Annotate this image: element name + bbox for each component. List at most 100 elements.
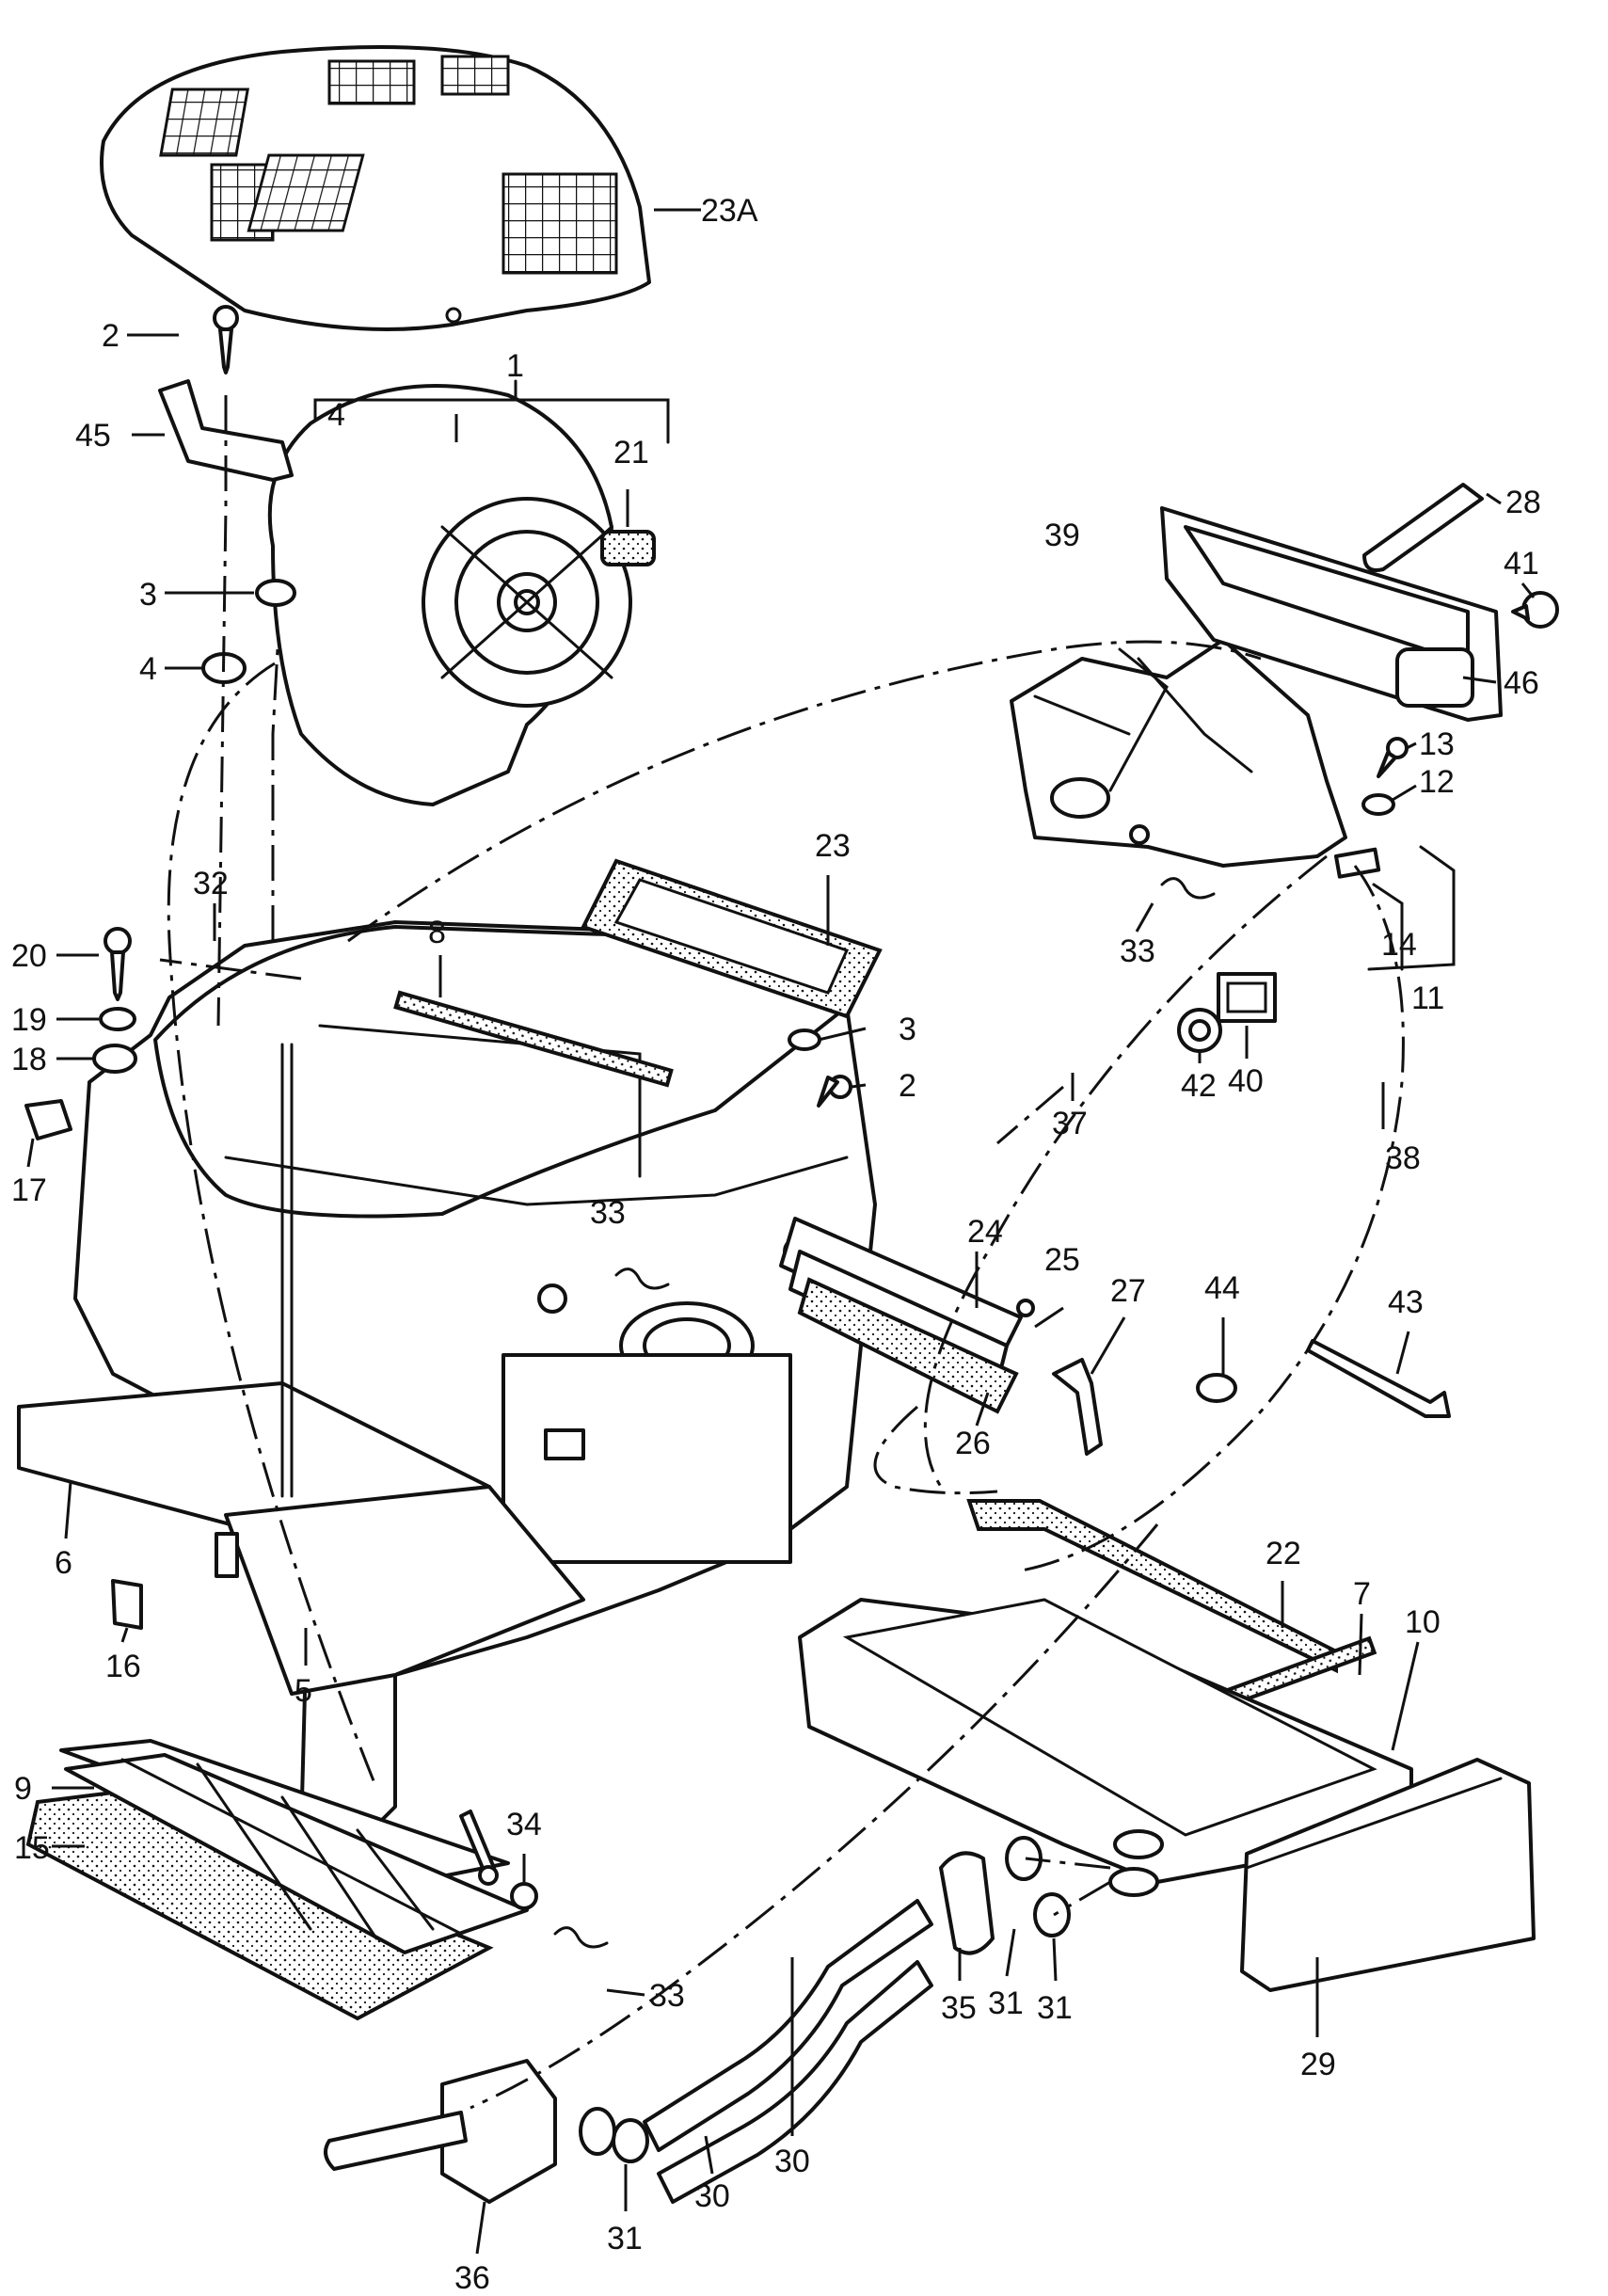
retaining-clip	[1160, 877, 1216, 900]
bolt	[103, 927, 132, 1001]
washer	[99, 1007, 136, 1031]
relay-socket	[1177, 1008, 1222, 1053]
knob	[1511, 591, 1559, 629]
callout: 12	[1419, 764, 1455, 800]
hose-clamp	[1005, 1836, 1043, 1881]
callout: 29	[1300, 2047, 1336, 2082]
callout: 19	[11, 1002, 47, 1038]
callout: 2	[899, 1068, 916, 1104]
callout: 3	[139, 577, 157, 613]
callout: 25	[1044, 1242, 1080, 1278]
callout: 4	[139, 651, 157, 687]
callout: 40	[1228, 1063, 1264, 1099]
leader-lines	[26, 208, 1536, 2255]
retainer-clip	[1334, 847, 1381, 879]
callout: 31	[1037, 1990, 1073, 2026]
clip-nut	[510, 1882, 538, 1910]
filter-mat	[25, 1790, 494, 2021]
callout: 31	[607, 2221, 643, 2256]
callout: 41	[1504, 546, 1539, 582]
callout: 4	[327, 397, 345, 433]
hose-seal	[939, 1851, 995, 1955]
callout: 44	[1204, 1270, 1240, 1306]
clip	[111, 1579, 143, 1630]
callout: 8	[428, 915, 446, 950]
coolant-hose	[643, 1899, 933, 2152]
callout: 14	[1381, 927, 1417, 963]
callout: 39	[1044, 518, 1080, 553]
control-bracket	[1160, 506, 1503, 722]
bracket	[158, 379, 294, 482]
callout: 20	[11, 938, 47, 974]
heater-housing	[17, 920, 877, 1837]
cable-tie	[1306, 1339, 1451, 1418]
callout: 11	[1411, 981, 1444, 1016]
callout: 2	[102, 318, 119, 354]
callout: 15	[14, 1830, 50, 1866]
callout: 32	[193, 866, 229, 901]
hose-clamp	[612, 2118, 649, 2163]
air-flap-assembly	[779, 1217, 1035, 1414]
callout: 26	[955, 1426, 991, 1461]
seal-strip	[393, 990, 674, 1088]
callout: 6	[55, 1545, 72, 1581]
callout: 9	[14, 1771, 32, 1807]
screw	[817, 1075, 852, 1108]
callout: 33	[1120, 933, 1155, 969]
air-intake-cover	[100, 45, 651, 331]
control-mechanism	[1010, 638, 1347, 868]
callout: 42	[1181, 1068, 1217, 1104]
spring-clip	[24, 1099, 72, 1140]
callout: 34	[506, 1807, 542, 1842]
blower-motor-housing	[267, 384, 632, 806]
lever	[1362, 483, 1484, 572]
callout: 28	[1505, 485, 1541, 520]
callout-labels: 23A 2 1 4 45 21 3 4 28 39 41 46 13 12 14…	[11, 193, 1541, 2296]
grommet	[1196, 1373, 1237, 1403]
screw	[1377, 737, 1409, 778]
callout: 1	[506, 348, 524, 384]
flap-lever	[1052, 1358, 1103, 1456]
retaining-clip	[614, 1268, 670, 1290]
assembly-lines	[159, 395, 1405, 2110]
callout: 17	[11, 1172, 47, 1208]
callout: 46	[1504, 665, 1539, 701]
heater-valve	[324, 2059, 616, 2204]
callout: 35	[941, 1990, 977, 2026]
callout: 24	[967, 1214, 1003, 1250]
heat-exchanger-cover	[1240, 1758, 1536, 1992]
callout: 23A	[701, 193, 758, 229]
callout: 5	[295, 1673, 312, 1709]
callout: 16	[105, 1649, 141, 1684]
callout: 38	[1385, 1140, 1421, 1176]
callout: 30	[694, 2178, 730, 2214]
callout: 10	[1405, 1604, 1441, 1640]
heat-exchanger	[798, 1598, 1413, 1897]
coolant-hose	[657, 1960, 933, 2204]
callout: 3	[899, 1012, 916, 1047]
relay	[1217, 972, 1277, 1023]
retaining-clip	[553, 1926, 609, 1949]
nut	[92, 1044, 137, 1074]
callout: 37	[1052, 1106, 1088, 1141]
callout: 30	[774, 2144, 810, 2179]
callout: 33	[590, 1195, 626, 1231]
callout: 27	[1110, 1273, 1146, 1309]
callout: 22	[1266, 1536, 1301, 1571]
hose-clamp	[1033, 1892, 1071, 1937]
foam-seal	[600, 530, 656, 566]
screw	[213, 305, 239, 375]
callout: 18	[11, 1042, 47, 1077]
foam-gasket	[966, 1499, 1338, 1674]
callout: 31	[988, 1985, 1024, 2021]
callout: 43	[1388, 1284, 1424, 1320]
callout: 45	[75, 418, 111, 454]
callout: 23	[815, 828, 851, 864]
callout: 13	[1419, 726, 1455, 762]
washer	[255, 579, 296, 607]
washer	[788, 1028, 821, 1051]
washer	[1361, 793, 1395, 816]
callout: 21	[613, 435, 649, 470]
callout: 7	[1353, 1576, 1371, 1612]
